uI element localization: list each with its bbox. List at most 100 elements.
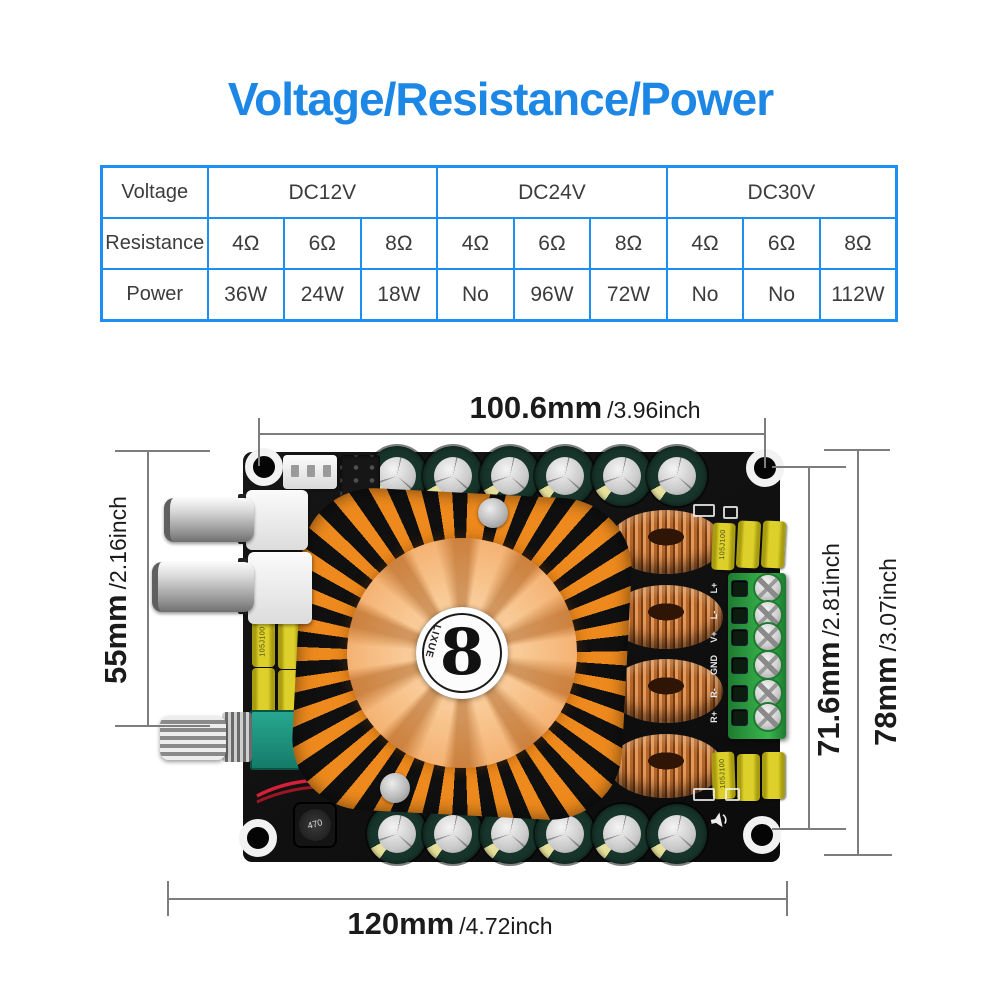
- terminal-label: R-: [709, 688, 719, 698]
- mounting-hole: [743, 816, 781, 854]
- dimension-label-width-total: 120mm /4.72inch: [347, 906, 553, 941]
- capacitor: [535, 804, 595, 864]
- speaker-icon: [710, 812, 727, 828]
- table-row-power: Power 36W 24W 18W No 96W 72W No No 112W: [100, 268, 898, 322]
- rca-jack-housing: [246, 490, 308, 550]
- capacitor: [367, 804, 427, 864]
- rca-jack-housing: [248, 552, 312, 624]
- dimension-tick: [824, 449, 890, 451]
- film-capacitor: 105J100: [252, 620, 275, 667]
- voltage-dc30v: DC30V: [665, 165, 898, 219]
- terminal-screw: [755, 602, 781, 628]
- toroid-inductor: [609, 734, 723, 798]
- terminal-socket: [732, 608, 747, 623]
- dimension-tick: [786, 881, 788, 916]
- power-cell: 18W: [359, 268, 439, 322]
- capacitor: [647, 804, 707, 864]
- resistance-cell: 8Ω: [818, 217, 898, 270]
- terminal-label: V+: [709, 631, 719, 643]
- terminal-label: GND: [709, 655, 719, 675]
- table-row-voltage: Voltage DC12V DC24V DC30V: [100, 165, 898, 219]
- dimension-line-top: [259, 433, 766, 435]
- terminal-socket: [732, 686, 747, 701]
- fan-hub: 8 LIXUE: [416, 607, 508, 699]
- silkscreen-mark: [693, 504, 715, 517]
- fan-standoff: [478, 498, 508, 528]
- power-cell: 24W: [283, 268, 362, 322]
- inductor-core: [299, 809, 331, 841]
- capacitor: [647, 446, 707, 506]
- power-cell: 112W: [818, 268, 898, 322]
- capacitor: [423, 804, 483, 864]
- capacitor: [592, 446, 652, 506]
- capacitor: [535, 446, 595, 506]
- power-cell: No: [742, 268, 821, 322]
- terminal-screw: [755, 575, 781, 601]
- resistance-cell: 4Ω: [206, 217, 286, 270]
- dimension-tick: [115, 450, 210, 452]
- dimension-tick: [772, 828, 846, 830]
- power-cell: No: [436, 268, 515, 322]
- dimension-line-right-inner: [808, 467, 810, 830]
- power-cell: 36W: [206, 268, 286, 322]
- film-capacitor: [252, 668, 275, 715]
- power-cell: 96W: [512, 268, 592, 322]
- spec-table: Voltage DC12V DC24V DC30V Resistance 4Ω …: [100, 165, 898, 322]
- power-cell: No: [665, 268, 745, 322]
- resistance-cell: 6Ω: [512, 217, 592, 270]
- fan-standoff: [380, 773, 410, 803]
- resistance-cell: 4Ω: [665, 217, 745, 270]
- voltage-dc24v: DC24V: [436, 165, 668, 219]
- film-capacitor: [760, 520, 787, 569]
- toroid-inductor: [609, 659, 723, 723]
- dimension-label-height-left: 55mm /2.16inch: [98, 496, 133, 684]
- dimension-tick: [167, 881, 169, 916]
- terminal-screw: [755, 652, 781, 678]
- silkscreen-mark: [725, 788, 740, 801]
- row-label-voltage: Voltage: [100, 165, 209, 219]
- film-cap-marking: 105J100: [719, 529, 728, 560]
- mounting-hole: [239, 819, 277, 857]
- terminal-socket: [732, 581, 747, 596]
- rca-jack: [152, 562, 254, 612]
- dimension-line-left: [147, 451, 149, 726]
- dimension-tick: [764, 418, 766, 468]
- rca-jack: [164, 498, 254, 542]
- film-capacitor: [737, 754, 760, 801]
- resistance-cell: 8Ω: [589, 217, 668, 270]
- dimension-tick: [115, 725, 210, 727]
- power-cell: 72W: [589, 268, 668, 322]
- terminal-label: R+: [709, 711, 719, 723]
- dimension-label-height-inner: 71.6mm /2.81inch: [811, 543, 846, 757]
- silkscreen-mark: [723, 506, 738, 519]
- terminal-socket: [732, 658, 747, 673]
- terminal-screw: [755, 624, 781, 650]
- terminal-socket: [732, 630, 747, 645]
- dimension-tick: [258, 418, 260, 466]
- film-cap-marking: 105J100: [259, 626, 267, 657]
- capacitor: [592, 804, 652, 864]
- row-label-power: Power: [100, 268, 209, 322]
- film-capacitor: 105J100: [711, 522, 736, 571]
- dimension-label-width-pcb: 100.6mm /3.96inch: [469, 390, 701, 425]
- dimension-tick: [772, 466, 846, 468]
- terminal-socket: [732, 710, 747, 725]
- film-capacitor: [735, 520, 762, 569]
- row-label-resistance: Resistance: [100, 217, 209, 270]
- silkscreen-mark: [693, 788, 715, 801]
- potentiometer-bushing: [222, 712, 252, 762]
- page-title: Voltage/Resistance/Power: [227, 73, 774, 125]
- film-capacitor: [762, 752, 785, 799]
- terminal-screw: [755, 680, 781, 706]
- film-capacitor: [278, 622, 301, 669]
- input-connector: [283, 455, 337, 489]
- table-row-resistance: Resistance 4Ω 6Ω 8Ω 4Ω 6Ω 8Ω 4Ω 6Ω 8Ω: [100, 217, 898, 270]
- voltage-dc12v: DC12V: [206, 165, 439, 219]
- fan-logo-number: 8: [439, 615, 485, 690]
- dimension-tick: [824, 854, 892, 856]
- mounting-hole: [245, 448, 283, 486]
- volume-knob[interactable]: [160, 716, 226, 760]
- dimension-line-right-outer: [857, 450, 859, 856]
- resistance-cell: 6Ω: [742, 217, 821, 270]
- terminal-screw: [755, 704, 781, 730]
